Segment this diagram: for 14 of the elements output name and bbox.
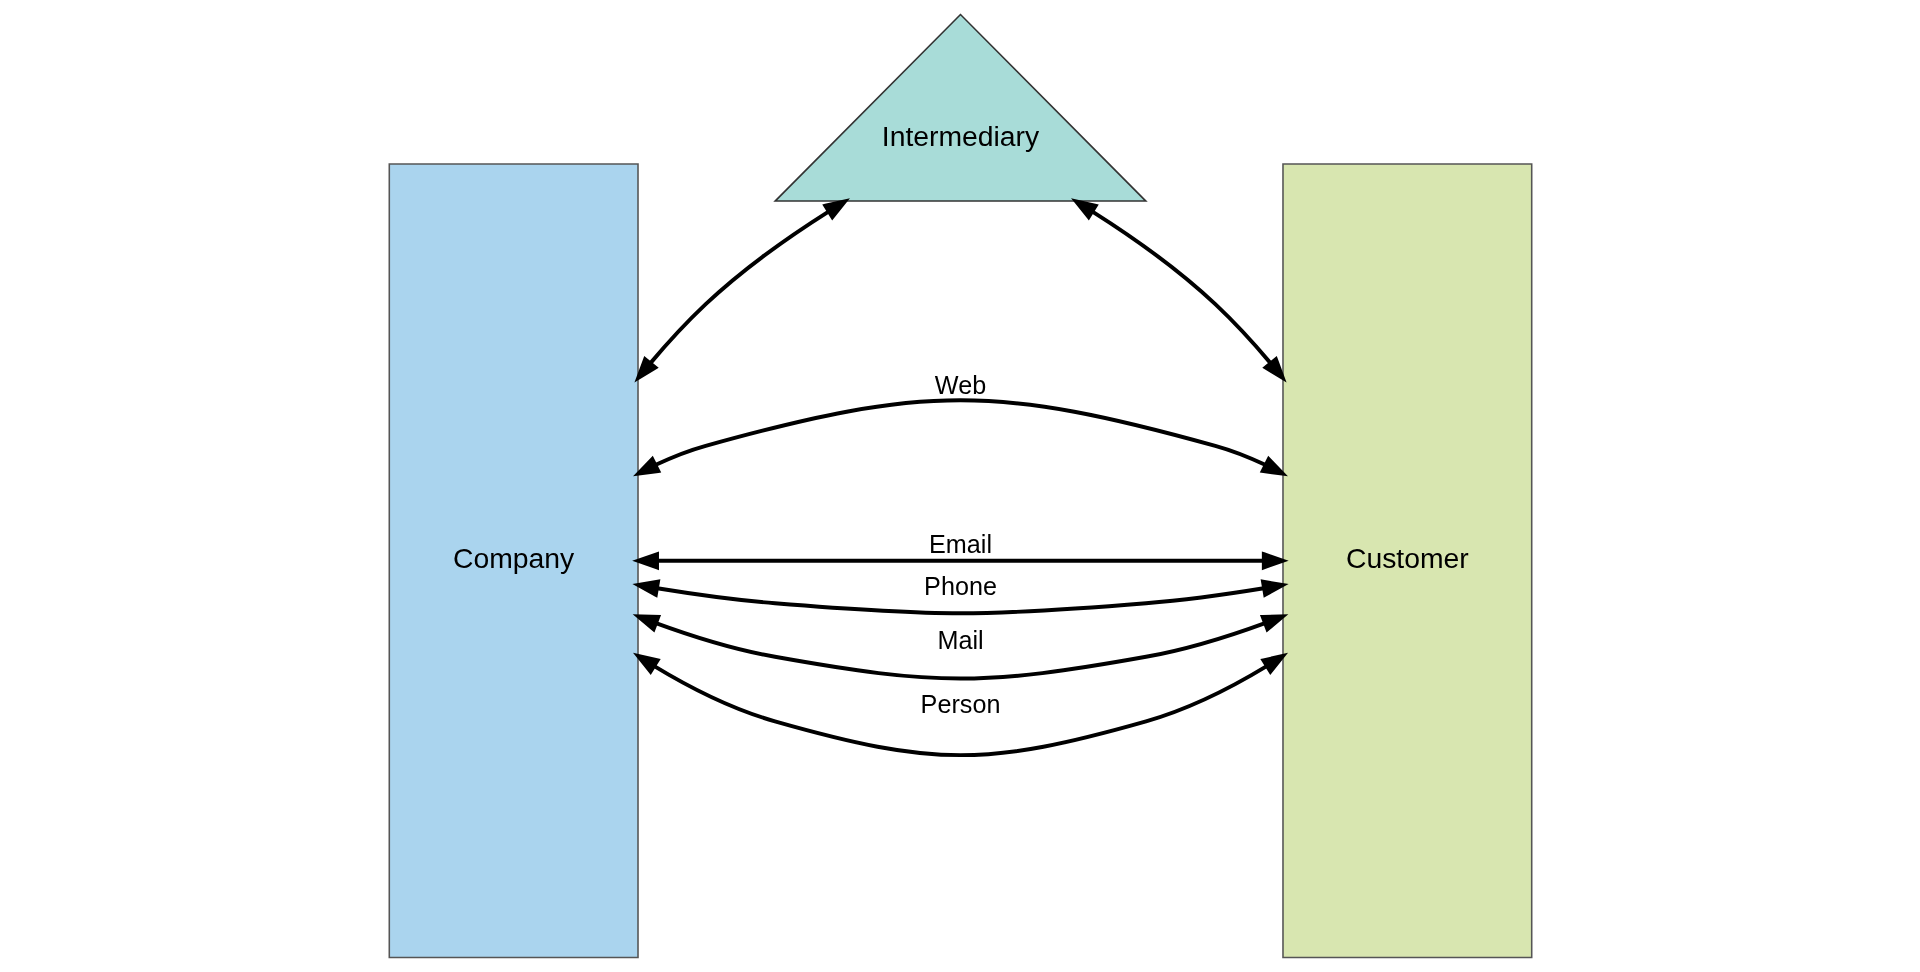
arrow xyxy=(632,652,1288,757)
arrow xyxy=(632,398,1288,477)
edge-label: Phone xyxy=(923,572,997,601)
arrow xyxy=(631,551,1289,571)
edge-label: Person xyxy=(920,690,1000,719)
arrow xyxy=(631,579,1289,616)
edge-label: Mail xyxy=(936,625,984,654)
arrow xyxy=(633,198,850,383)
arrow xyxy=(1070,198,1287,383)
edge-label: Email xyxy=(928,529,992,558)
arrow xyxy=(632,614,1288,681)
node-box: Customer xyxy=(1281,163,1532,959)
edge-label: Web xyxy=(934,370,986,399)
node-box: Company xyxy=(388,163,639,959)
